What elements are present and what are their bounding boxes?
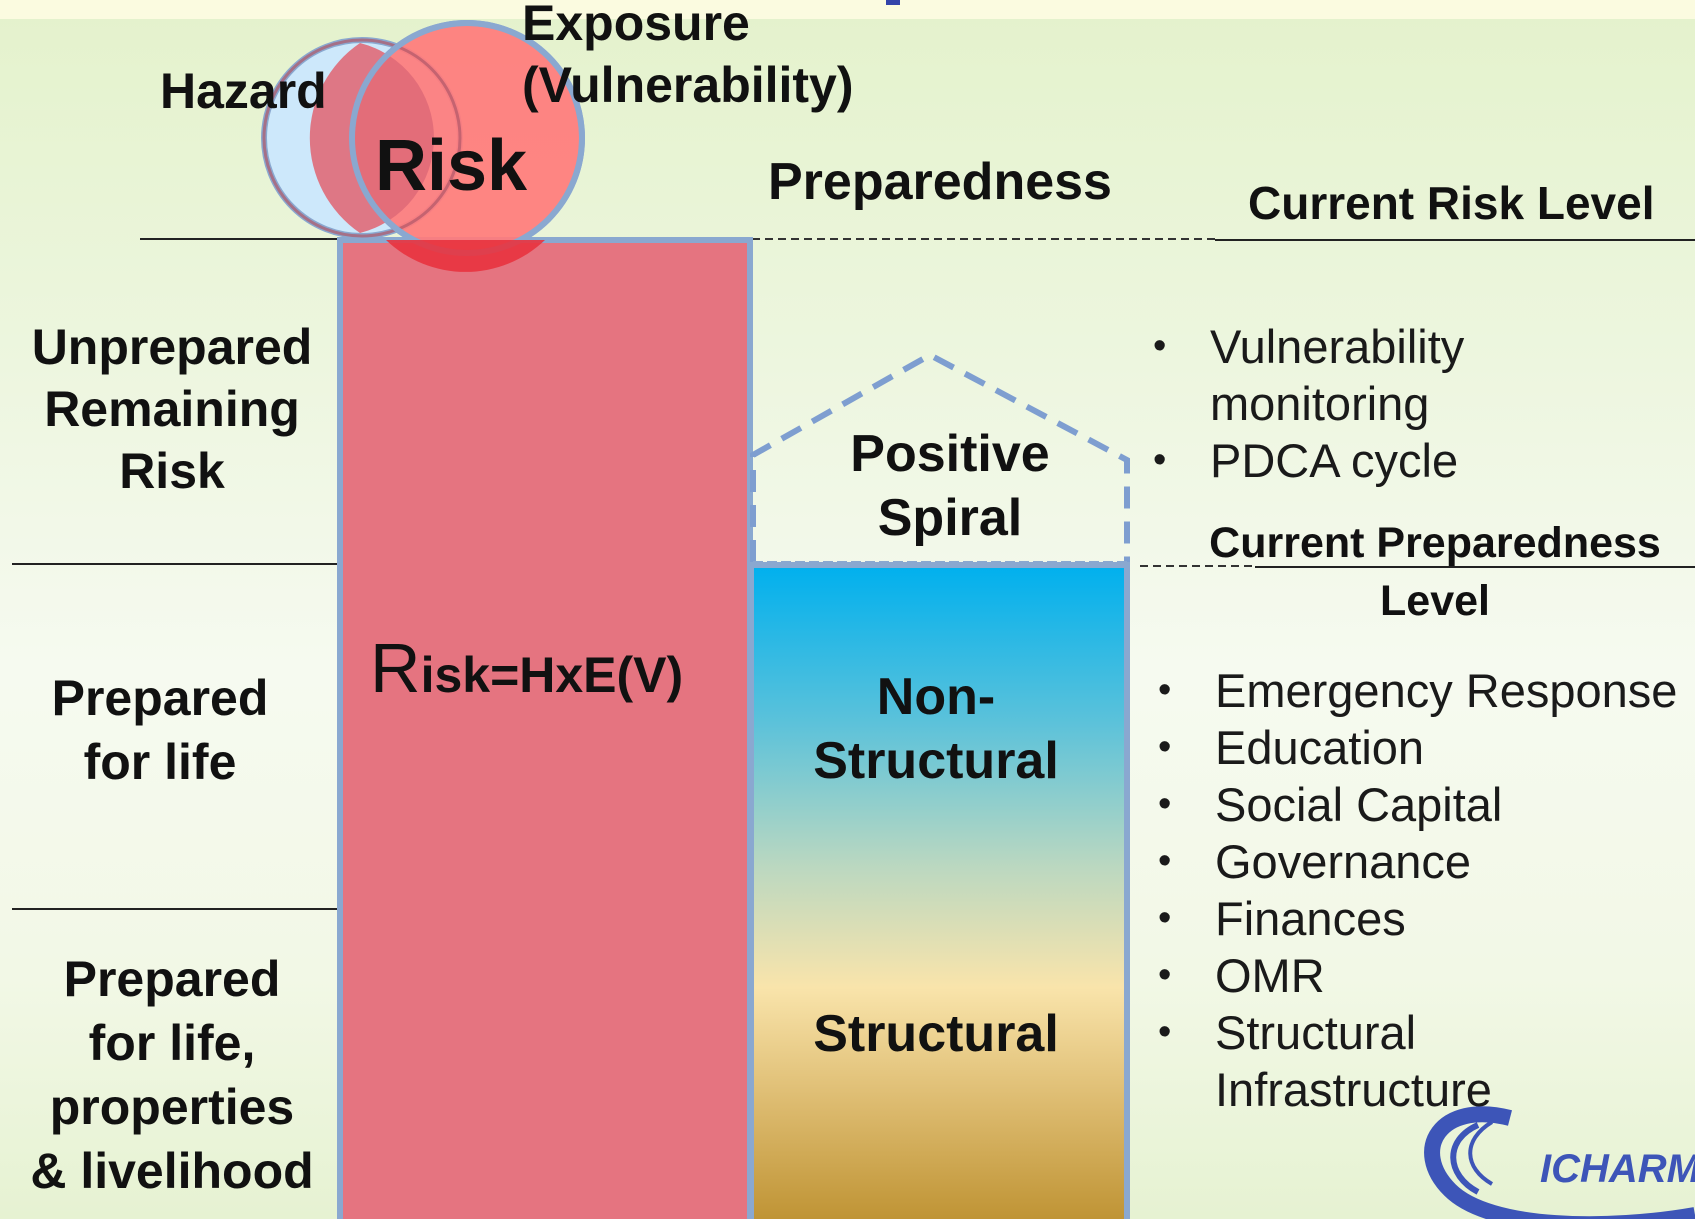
bullet-structural-infrastructure: Structural Infrastructure — [1150, 1004, 1677, 1118]
bullet-social-capital: Social Capital — [1150, 776, 1677, 833]
non-structural-label: Non- Structural — [756, 665, 1116, 793]
prepared-for-livelihood-label: Prepared for life, properties & liveliho… — [12, 947, 332, 1203]
positive-spiral-line2: Spiral — [877, 489, 1023, 547]
icharm-logo: ICHARM — [1424, 1106, 1695, 1219]
unprepared-line1: Unprepared — [31, 319, 313, 375]
bullet-omr: OMR — [1150, 947, 1677, 1004]
prepared-life-line2: for life — [83, 734, 237, 790]
unprepared-line2: Remaining — [44, 381, 300, 437]
current-preparedness-line1: Current Preparedness — [1209, 519, 1661, 567]
prepared-full-line3: properties — [49, 1079, 295, 1135]
exposure-label: Exposure (Vulnerability) — [522, 0, 854, 116]
risk-center-label: Risk — [375, 126, 528, 206]
prepared-for-life-label: Prepared for life — [20, 666, 300, 794]
preparedness-header: Preparedness — [768, 153, 1112, 211]
current-preparedness-line2: Level — [1380, 577, 1490, 625]
logo-swoosh-outer — [1424, 1106, 1695, 1219]
bullet-vulnerability-monitoring: Vulnerability monitoring — [1145, 318, 1464, 432]
bullet-text: PDCA cycle — [1210, 434, 1459, 487]
preparedness-bar — [748, 562, 1130, 1219]
risk-formula-rest: isk=HxE(V) — [420, 647, 684, 703]
lower-bullet-list: Emergency Response Education Social Capi… — [1150, 662, 1677, 1118]
title-fragment — [886, 0, 900, 5]
positive-spiral-label: Positive Spiral — [780, 422, 1120, 550]
top-title-strip — [0, 0, 1695, 19]
prepared-full-line2: for life, — [88, 1015, 256, 1071]
upper-bullet-list: Vulnerability monitoring PDCA cycle — [1145, 318, 1464, 489]
bullet-text: OMR — [1215, 949, 1325, 1002]
bullet-text: Education — [1215, 721, 1425, 774]
current-preparedness-label: Current Preparedness Level — [1180, 514, 1690, 630]
bullet-text: Emergency Response — [1215, 664, 1678, 717]
prepared-life-line1: Prepared — [51, 670, 269, 726]
bullet-text: Social Capital — [1215, 778, 1503, 831]
non-structural-line2: Structural — [813, 732, 1059, 790]
bullet-finances: Finances — [1150, 890, 1677, 947]
risk-bar-top-blend — [386, 240, 545, 272]
exposure-label-line1: Exposure — [522, 0, 750, 51]
non-structural-line1: Non- — [876, 668, 996, 726]
unprepared-remaining-risk-label: Unprepared Remaining Risk — [12, 316, 332, 502]
exposure-label-line2: (Vulnerability) — [522, 57, 854, 113]
bullet-text: Finances — [1215, 892, 1406, 945]
bullet-text: Governance — [1215, 835, 1472, 888]
bullet-education: Education — [1150, 719, 1677, 776]
bullet-text-cont: monitoring — [1210, 377, 1430, 430]
logo-swoosh-mid — [1468, 1120, 1494, 1186]
hazard-label: Hazard — [160, 63, 327, 119]
prepared-full-line1: Prepared — [63, 951, 281, 1007]
positive-spiral-outline — [750, 351, 1130, 562]
bullet-pdca-cycle: PDCA cycle — [1145, 432, 1464, 489]
current-risk-level-label: Current Risk Level — [1248, 177, 1655, 229]
logo-text: ICHARM — [1540, 1147, 1695, 1191]
positive-spiral-line1: Positive — [850, 425, 1050, 483]
venn-overlap — [309, 43, 434, 233]
risk-bar — [337, 237, 753, 1219]
prepared-full-line4: & livelihood — [30, 1143, 314, 1199]
bullet-text-cont: Infrastructure — [1215, 1063, 1492, 1116]
unprepared-line3: Risk — [119, 443, 225, 499]
bullet-text: Structural — [1215, 1006, 1417, 1059]
hazard-circle-edge — [262, 38, 462, 238]
bullet-emergency-response: Emergency Response — [1150, 662, 1677, 719]
bullet-governance: Governance — [1150, 833, 1677, 890]
risk-formula-prefix: R — [370, 629, 421, 707]
bullet-text: Vulnerability — [1210, 320, 1465, 373]
structural-label: Structural — [813, 1005, 1059, 1063]
logo-swoosh-inner — [1450, 1122, 1480, 1195]
risk-formula: Risk=HxE(V) — [370, 628, 683, 708]
